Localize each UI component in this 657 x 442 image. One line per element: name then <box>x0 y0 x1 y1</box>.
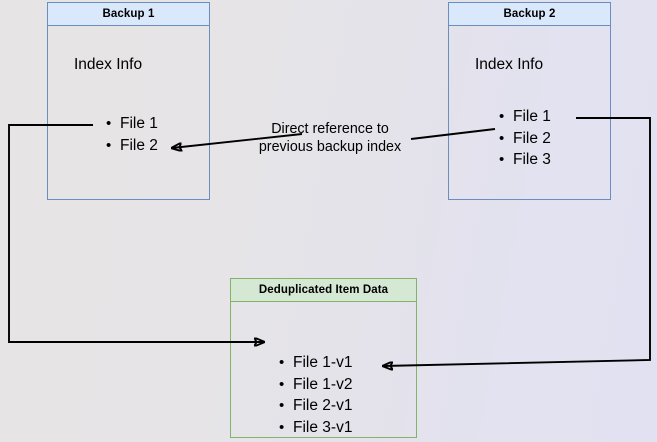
list-item: File 1 <box>499 106 551 128</box>
list-item: File 2 <box>499 128 551 150</box>
list-item: File 1-v1 <box>279 352 353 374</box>
edge-label-line-2: previous backup index <box>258 139 402 155</box>
node-backup-1-header: Backup 1 <box>48 3 209 26</box>
edge-label-line-1: Direct reference to <box>271 121 389 137</box>
list-item: File 2 <box>106 135 158 157</box>
list-item: File 1-v2 <box>279 374 353 396</box>
node-deduplicated-item-data[interactable]: Deduplicated Item Data File 1-v1 File 1-… <box>230 278 417 438</box>
backup-2-index-info-label: Index Info <box>475 56 544 73</box>
node-deduplicated-item-data-body: File 1-v1 File 1-v2 File 2-v1 File 3-v1 <box>231 302 416 439</box>
backup-1-file-list: File 1 File 2 <box>100 113 158 156</box>
list-item: File 3-v1 <box>279 417 353 439</box>
edge-label-direct-reference: Direct reference to previous backup inde… <box>251 120 409 156</box>
node-backup-2-body: Index Info File 1 File 2 File 3 <box>449 26 610 199</box>
backup-2-file-list: File 1 File 2 File 3 <box>493 106 551 171</box>
list-item: File 1 <box>106 113 158 135</box>
dedup-file-list: File 1-v1 File 1-v2 File 2-v1 File 3-v1 <box>273 352 353 439</box>
list-item: File 2-v1 <box>279 395 353 417</box>
node-backup-2-header: Backup 2 <box>449 3 610 26</box>
node-backup-2[interactable]: Backup 2 Index Info File 1 File 2 File 3 <box>448 2 611 200</box>
node-backup-1[interactable]: Backup 1 Index Info File 1 File 2 <box>47 2 210 200</box>
backup-1-index-info-label: Index Info <box>74 56 143 73</box>
node-deduplicated-item-data-header: Deduplicated Item Data <box>231 279 416 302</box>
list-item: File 3 <box>499 149 551 171</box>
node-backup-1-body: Index Info File 1 File 2 <box>48 26 209 199</box>
